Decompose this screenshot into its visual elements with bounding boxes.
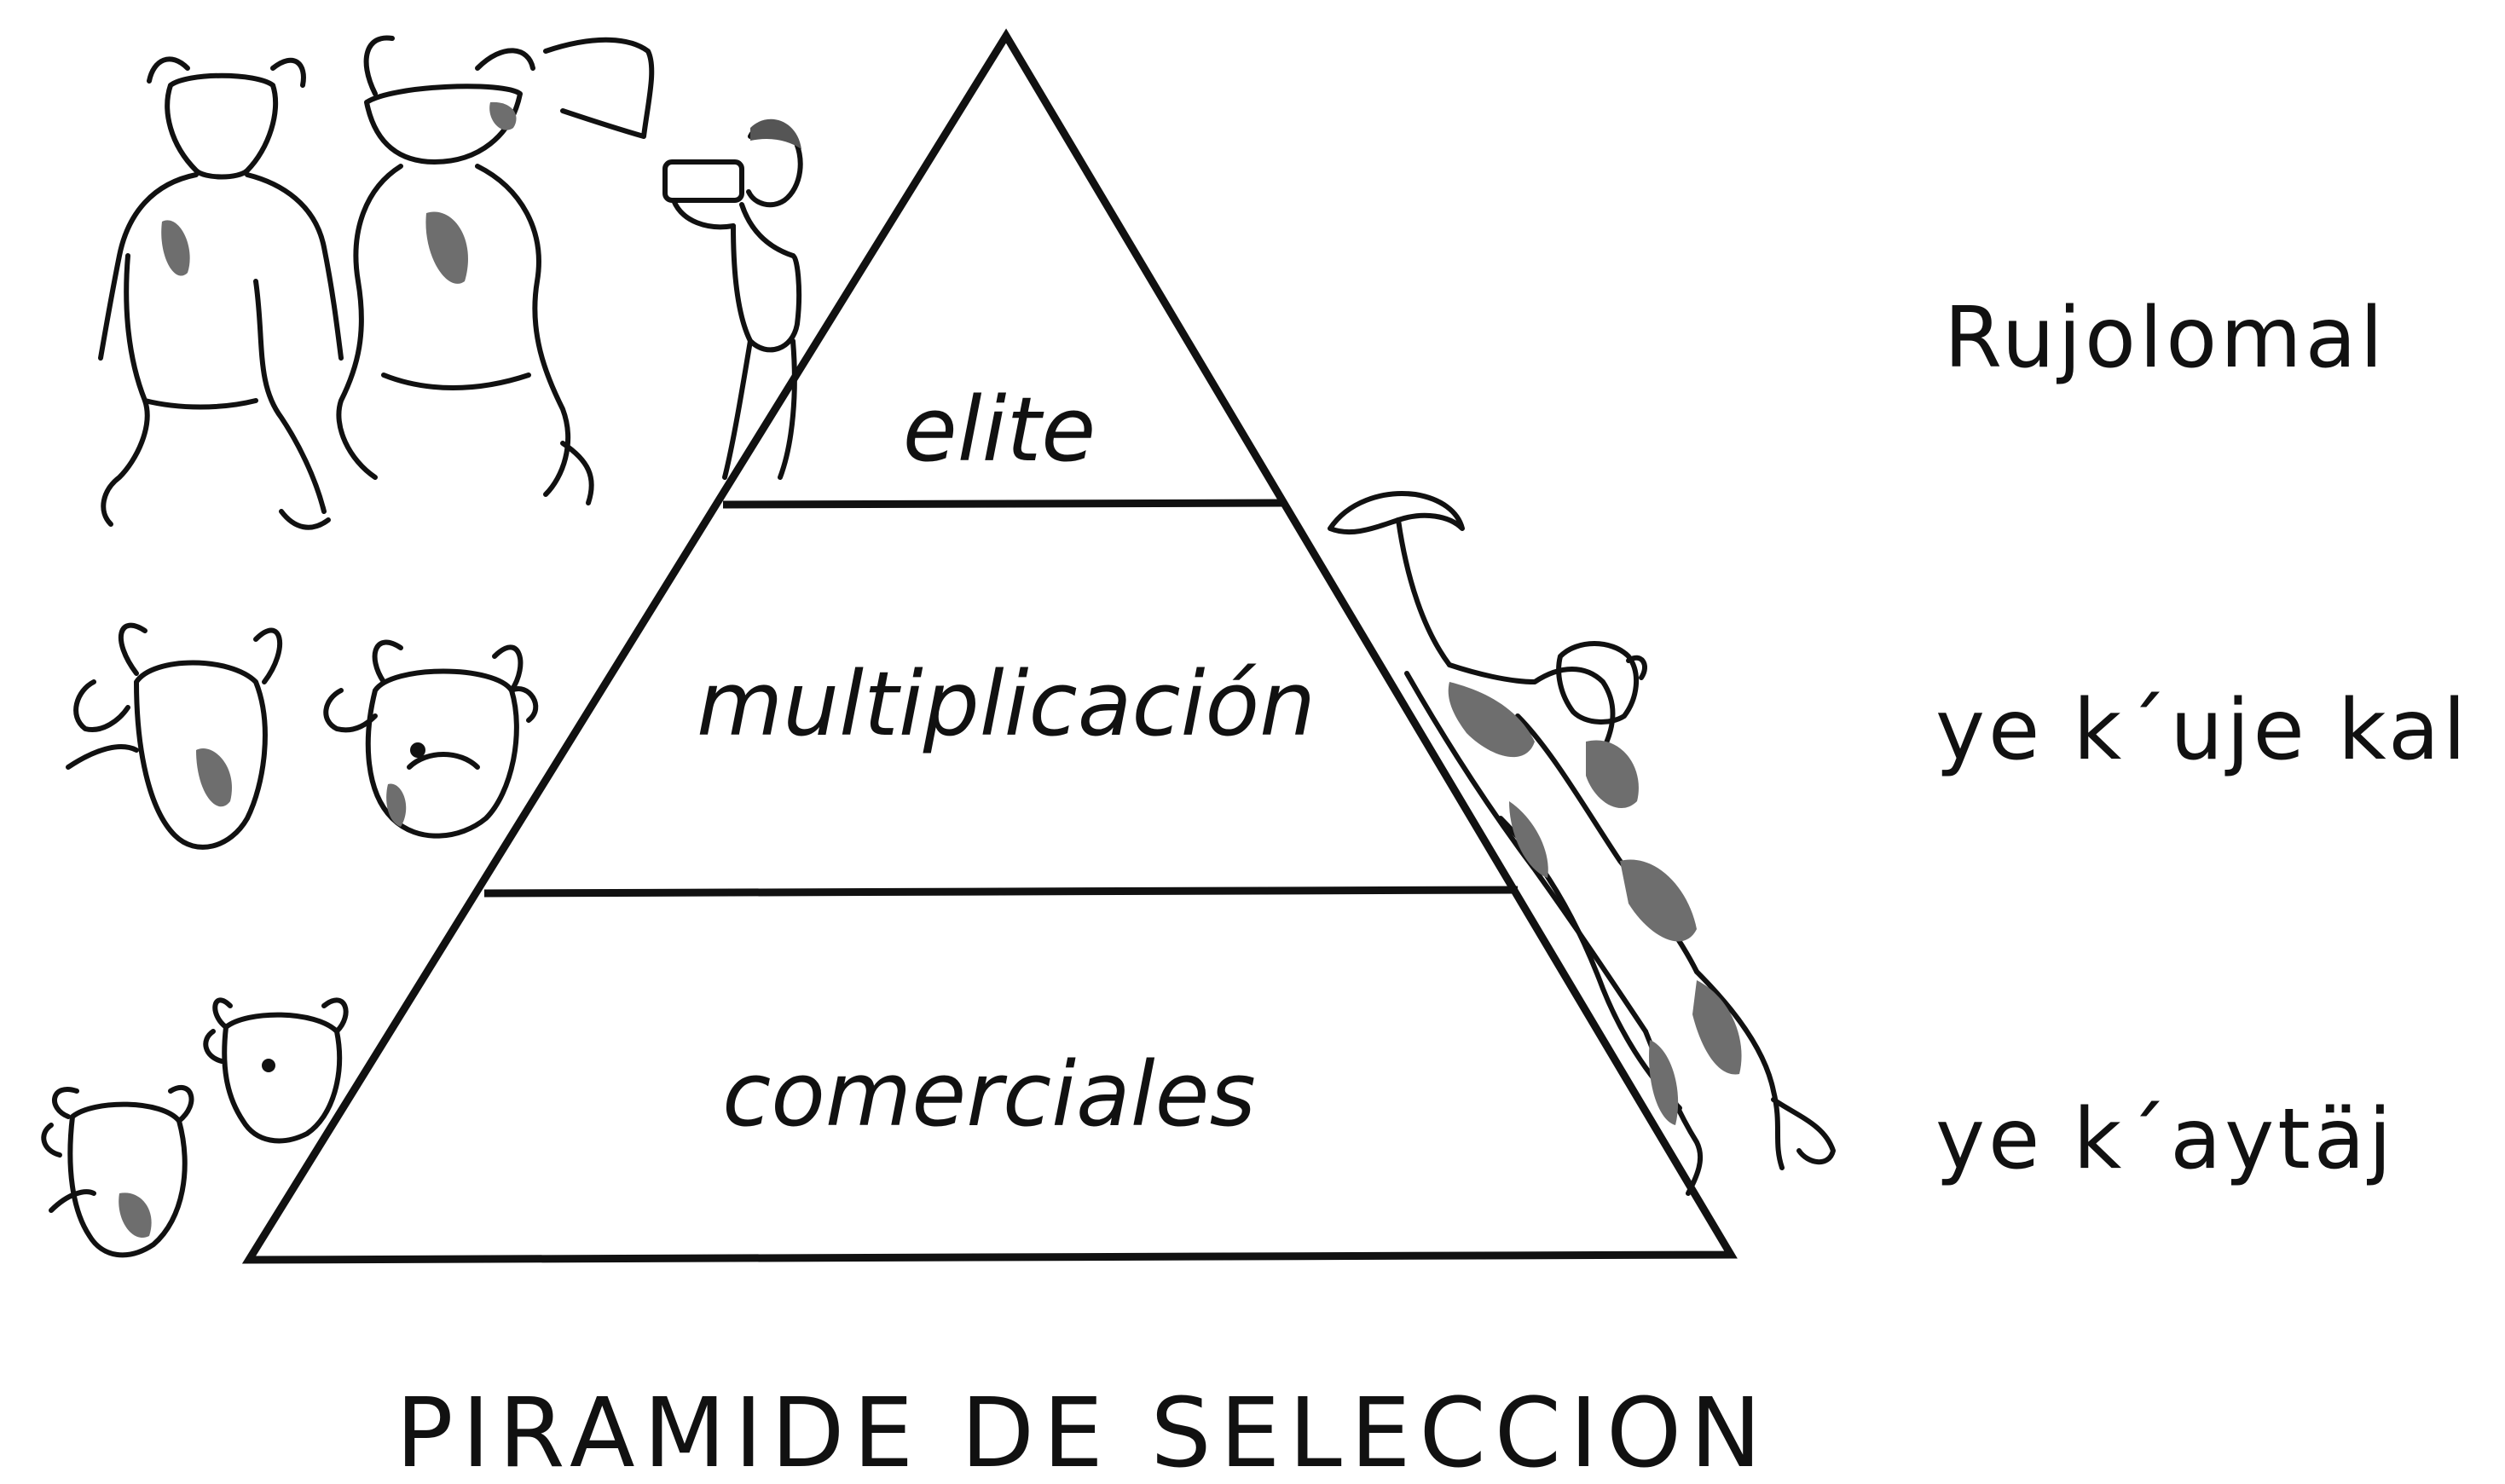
tier-divider-top bbox=[722, 499, 1287, 509]
tier-label-elite: elite bbox=[903, 378, 1096, 482]
standing-bulls-icon bbox=[98, 35, 655, 530]
diagram-caption: PIRAMIDE DE SELECCION bbox=[396, 1378, 1770, 1484]
local-label-ye-kaytaj: ye k´aytäj bbox=[1935, 1091, 2395, 1188]
tier-label-comerciales: comerciales bbox=[722, 1042, 1256, 1146]
tier-divider-bottom bbox=[483, 886, 1519, 898]
local-label-ye-kuje-kal: ye k´uje kal bbox=[1935, 682, 2469, 779]
photographer-icon bbox=[662, 118, 803, 480]
cow-heads-icon bbox=[66, 622, 539, 850]
calf-heads-icon bbox=[41, 997, 349, 1258]
pyramid bbox=[241, 28, 1738, 1264]
local-label-rujolomal: Rujolomal bbox=[1944, 290, 2386, 387]
tier-label-multiplicacion: multiplicación bbox=[697, 652, 1316, 756]
pyramid-outline bbox=[241, 28, 1738, 1264]
climbing-cow-icon bbox=[1328, 491, 1836, 1196]
